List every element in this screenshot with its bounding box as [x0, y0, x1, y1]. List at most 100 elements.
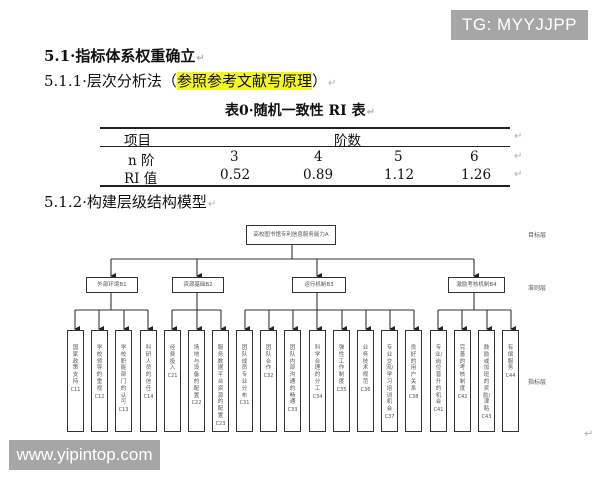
indicator-text: 专业/岗位晋升的机会	[435, 345, 443, 406]
level-label-indicator: 指标层	[528, 379, 547, 386]
heading-5-1-2: 5.1.2·构建层级结构模型↵	[44, 191, 216, 212]
paragraph-mark-icon: ↵	[196, 53, 205, 64]
indicator-code: C35	[336, 386, 347, 393]
indicator-text: 服务数据平台资源的配置	[217, 345, 224, 419]
indicator-code: C34	[312, 393, 323, 400]
indicator-text: 鼓励或加班的奖励/津贴	[483, 345, 491, 413]
indicator-code: C23	[215, 420, 226, 427]
indicator-text: 学校领导的重视	[96, 345, 103, 392]
paragraph-mark-icon: ↵	[514, 151, 523, 162]
paragraph-mark-icon: ↵	[327, 78, 337, 89]
indicator-text: 专业交流/学习培训机会	[386, 345, 394, 413]
indicator-code: C41	[433, 407, 444, 414]
heading-5-1-2-text: 5.1.2·构建层级结构模型	[44, 193, 207, 211]
table-row-label: n 阶	[128, 153, 155, 169]
indicator-code: C38	[408, 393, 419, 400]
table-cell: 0.89	[303, 167, 334, 183]
criteria-box-b1: 外部环境B1	[86, 277, 138, 293]
indicator-text: 良好的用户关系	[410, 345, 417, 392]
watermark-tg: TG: MYYJJPP	[451, 10, 588, 40]
level-label-criteria: 准则层	[528, 285, 547, 292]
paragraph-mark-icon: ↵	[207, 199, 217, 210]
indicator-code: C33	[287, 407, 298, 414]
table-header-item: 项目	[124, 133, 151, 149]
indicator-text: 有偿服务	[507, 345, 514, 372]
heading-5-1-1: 5.1.1·层次分析法（参照参考文献写原理）↵	[44, 70, 336, 91]
table-cell: 1.12	[384, 167, 415, 183]
level-label-goal: 目标层	[528, 232, 547, 239]
heading-5-1-text: 5.1·指标体系权重确立	[44, 47, 196, 65]
indicator-code: C44	[505, 373, 516, 380]
indicator-text: 科研人员的信任	[145, 345, 152, 392]
criteria-box-b2: 资源基础B2	[172, 277, 224, 293]
table-cell: 3	[230, 149, 239, 165]
table-cell: 6	[470, 149, 479, 165]
table-bottom-rule	[100, 185, 510, 187]
indicator-text: 完善的考核制度	[459, 345, 466, 392]
table-caption: 表0·随机一致性 RI 表↵	[0, 100, 600, 120]
highlighted-text: 参照参考文献写原理	[176, 72, 312, 90]
indicator-code: C43	[481, 413, 492, 420]
table-caption-text: 表0·随机一致性 RI 表	[225, 103, 366, 119]
indicator-text: 团队内部沟通的畅通	[289, 345, 296, 406]
indicator-code: C13	[118, 407, 129, 414]
indicator-text: 团队成员专业分布	[241, 345, 248, 399]
table-row-label: RI 值	[124, 171, 158, 187]
criteria-box-b3: 运行机制B3	[292, 277, 346, 293]
table-top-rule	[100, 127, 510, 129]
indicator-text: 经费投入	[169, 345, 176, 372]
paragraph-mark-icon: ↵	[584, 427, 594, 440]
indicator-text: 场地与设备的配置	[193, 345, 200, 399]
indicator-text: 学校职能部门的认可	[120, 345, 127, 406]
table-cell: 0.52	[220, 167, 251, 183]
paragraph-mark-icon: ↵	[514, 169, 523, 180]
indicator-code: C22	[191, 400, 202, 407]
indicator-text: 科学合理的分工	[314, 345, 321, 392]
heading-5-1-1-prefix: 5.1.1·层次分析法（	[44, 72, 177, 90]
indicator-text: 业务技术规范	[362, 345, 369, 385]
table-cell: 1.26	[461, 167, 492, 183]
indicator-code: C21	[167, 373, 178, 380]
indicator-text: 弹性工作制度	[338, 345, 345, 385]
paragraph-mark-icon: ↵	[514, 131, 523, 142]
indicator-code: C31	[239, 400, 250, 407]
heading-5-1-1-suffix: ）	[311, 72, 327, 90]
indicator-code: C32	[263, 373, 274, 380]
indicator-code: C42	[457, 393, 468, 400]
heading-5-1: 5.1·指标体系权重确立↵	[44, 45, 205, 66]
paragraph-mark-icon: ↵	[366, 107, 375, 118]
goal-box: 高校图书馆专利信息服务能力A	[246, 225, 336, 245]
indicator-code: C36	[360, 386, 371, 393]
indicator-text: 国家政策支持	[72, 345, 79, 385]
watermark-site: www.yipintop.com	[9, 440, 160, 470]
table-cell: 4	[314, 149, 323, 165]
indicator-code: C37	[384, 413, 395, 420]
table-header-order: 阶数	[334, 133, 361, 149]
indicator-code: C14	[143, 393, 154, 400]
indicator-code: C11	[70, 386, 81, 393]
table-cell: 5	[394, 149, 403, 165]
indicator-text: 团队合作	[265, 345, 272, 372]
table-header-rule	[100, 146, 510, 147]
criteria-box-b4: 激励考核机制B4	[448, 277, 505, 293]
